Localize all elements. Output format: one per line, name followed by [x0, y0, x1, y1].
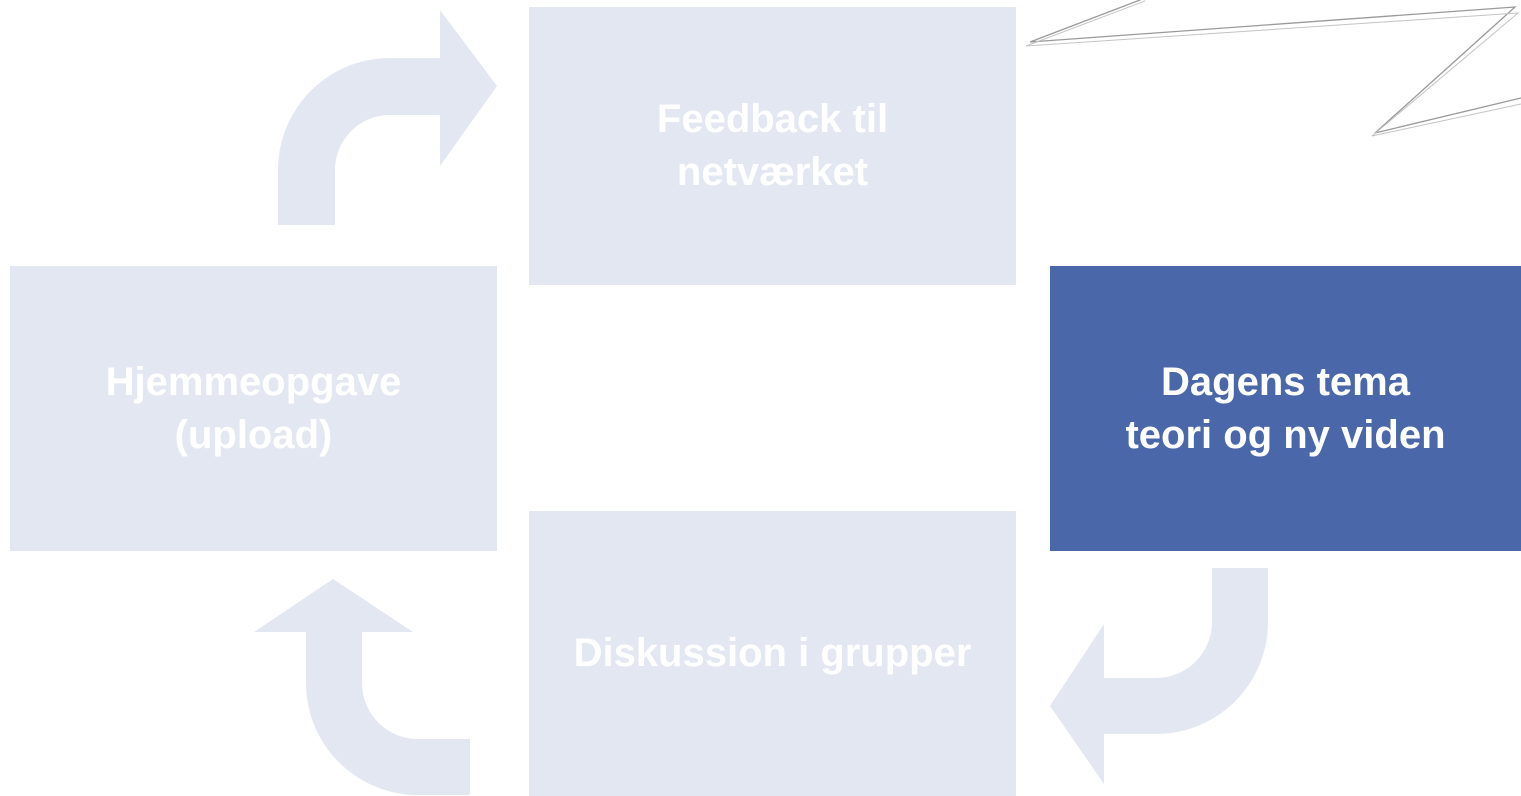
node-feedback: Feedback til netværket [529, 7, 1016, 285]
node-topic-line1: Dagens tema [1161, 359, 1410, 404]
node-discussion: Diskussion i grupper [529, 511, 1016, 796]
curved-arrow-icon [254, 579, 470, 796]
curved-arrow-icon [278, 10, 497, 225]
curved-arrow-icon [1050, 568, 1268, 784]
node-discussion-line1: Diskussion i grupper [573, 631, 972, 676]
node-homework-line1: Hjemmeopgave [105, 359, 402, 404]
node-homework: Hjemmeopgave (upload) [10, 266, 497, 551]
node-feedback-line1: Feedback til [656, 97, 889, 142]
node-topic: Dagens tema teori og ny viden [1050, 266, 1521, 551]
scribble-drawing [1025, 0, 1521, 137]
node-feedback-line2: netværket [676, 150, 869, 194]
node-homework-line2: (upload) [174, 412, 333, 457]
node-topic-line2: teori og ny viden [1125, 412, 1446, 457]
